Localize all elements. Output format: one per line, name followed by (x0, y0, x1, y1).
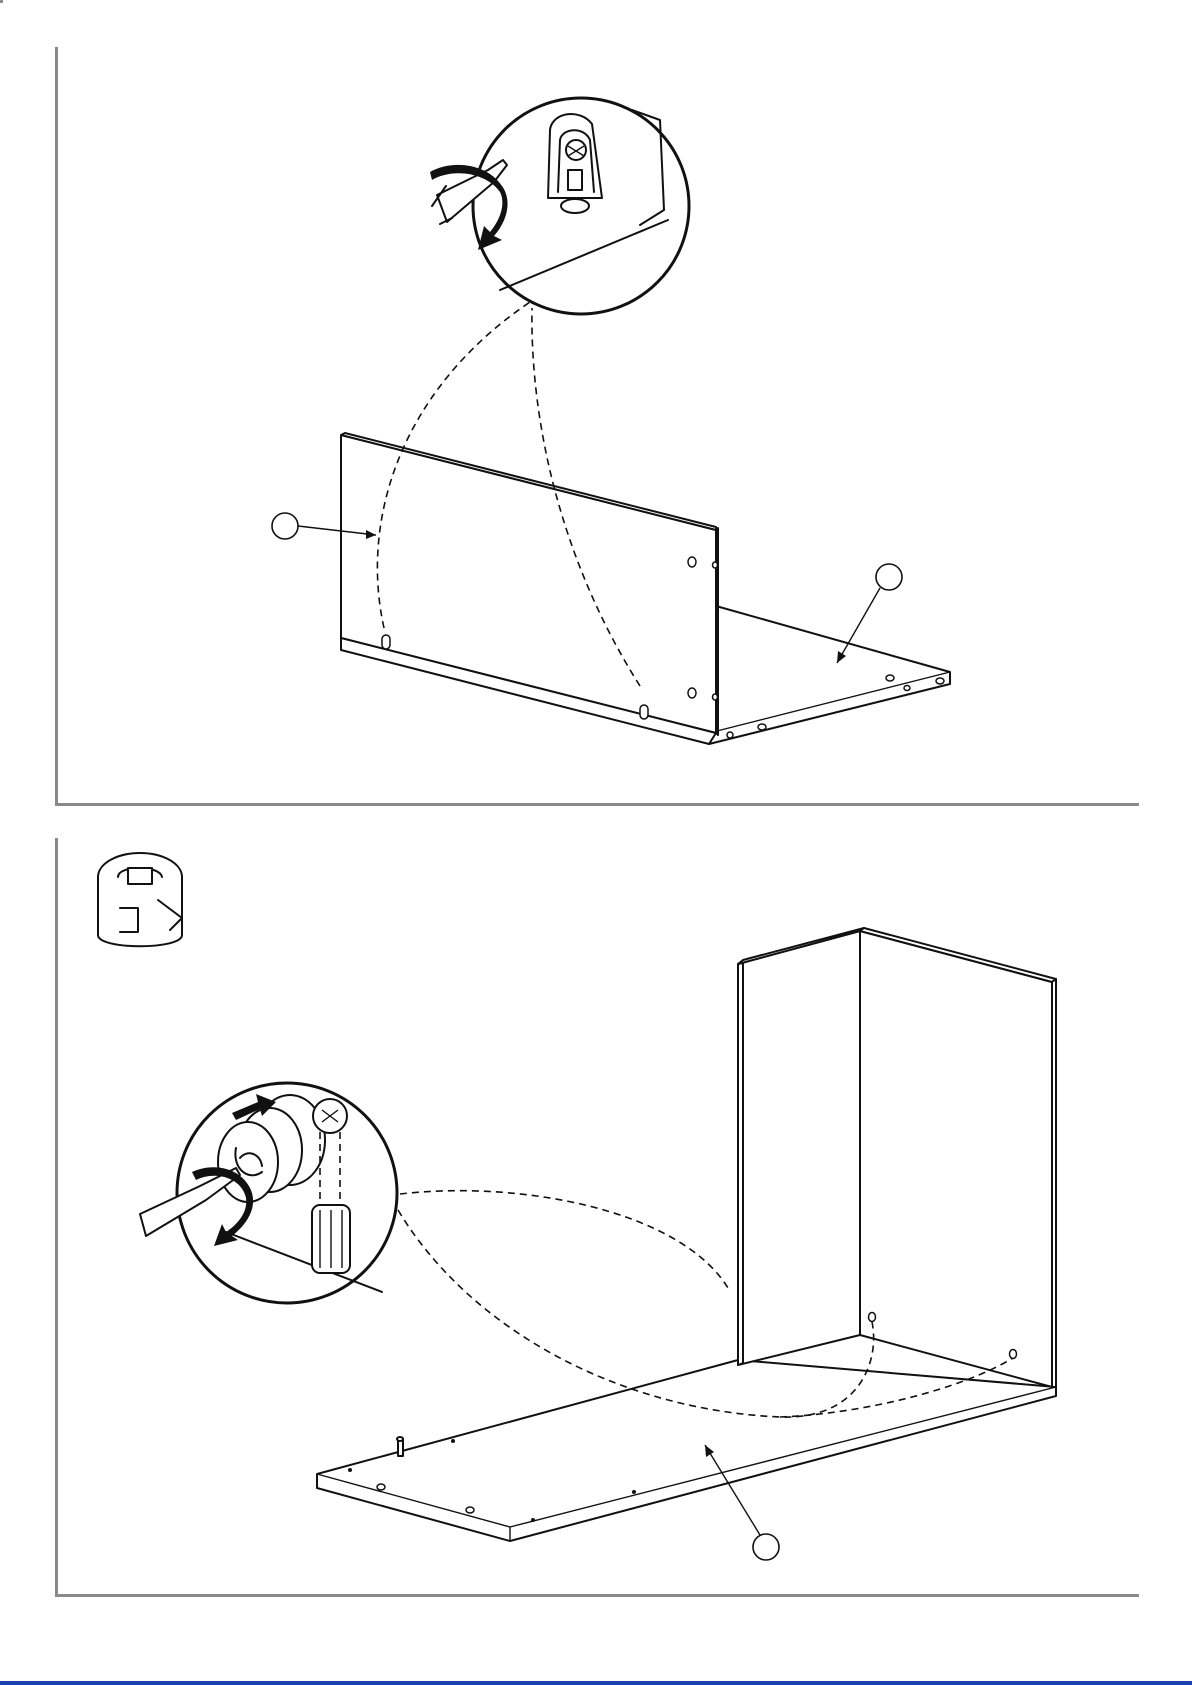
page-bottom-bar (0, 1681, 1192, 1685)
part-callout-c (753, 1534, 779, 1560)
right-side-panel (860, 931, 1052, 1387)
part-callout-b (876, 564, 902, 590)
cam-lock-fitting-icon (98, 853, 182, 946)
cam-lock-tightening-detail (430, 98, 689, 314)
part-callout-a (272, 513, 298, 539)
cam-lock-insert-detail (140, 1083, 397, 1303)
back-panel (738, 931, 860, 1365)
step-2-illustration (98, 853, 1056, 1560)
step-1-illustration (272, 98, 950, 744)
